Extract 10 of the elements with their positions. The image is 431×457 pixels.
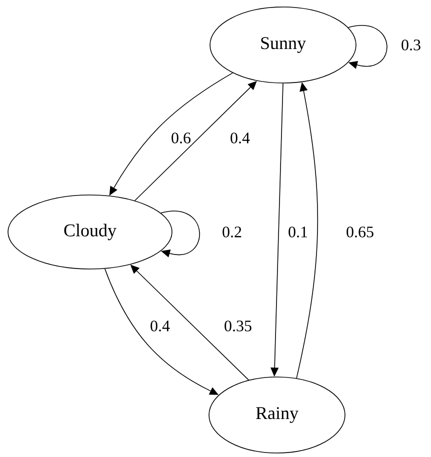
- edge-label: 0.3: [400, 38, 422, 52]
- edge-label: 0.4: [149, 320, 171, 332]
- edge-label: 0.1: [287, 226, 309, 238]
- self-loop-arrow: [348, 25, 388, 69]
- edge-label: 0.35: [223, 320, 253, 332]
- edge-label: 0.65: [345, 226, 375, 238]
- edge-label: 0.4: [229, 132, 251, 144]
- edge-label: 0.6: [170, 132, 192, 144]
- self-loop-arrow: [160, 210, 200, 258]
- edge-label: 0.2: [221, 226, 243, 238]
